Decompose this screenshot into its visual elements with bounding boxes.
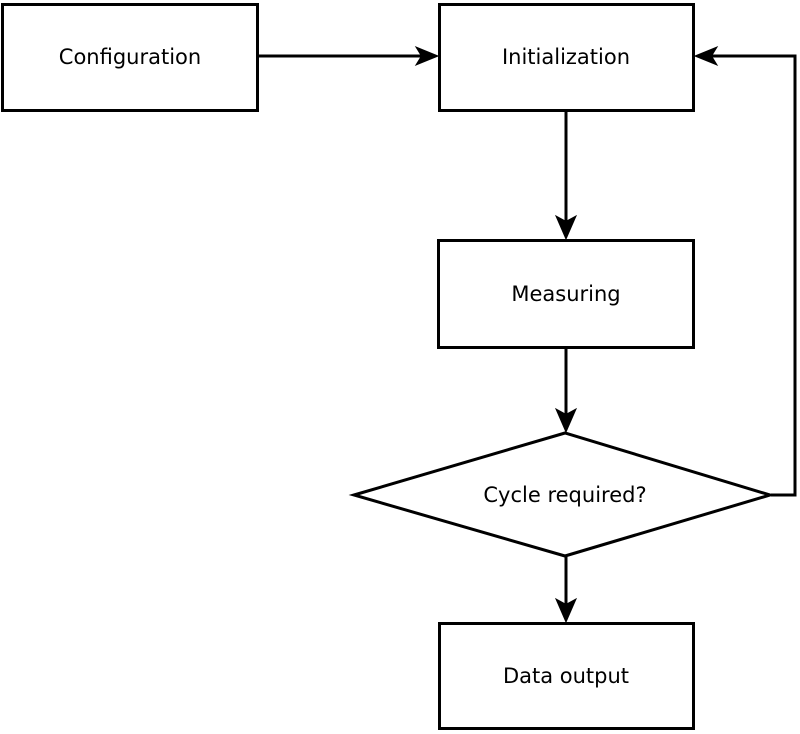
arrow-head-down-icon xyxy=(554,214,578,241)
node-configuration-label: Configuration xyxy=(59,45,201,69)
arrow-head-left-icon xyxy=(693,45,719,67)
node-data-output[interactable]: Data output xyxy=(438,622,695,730)
edge-configuration-to-initialization xyxy=(259,45,440,67)
edge-measuring-to-cycle-required xyxy=(554,349,578,434)
arrow-head-down-icon xyxy=(554,407,578,434)
node-measuring[interactable]: Measuring xyxy=(437,239,695,349)
arrow-head-right-icon xyxy=(414,45,440,67)
node-measuring-label: Measuring xyxy=(511,282,620,306)
arrow-head-down-icon xyxy=(554,597,578,624)
node-data-output-label: Data output xyxy=(503,664,629,688)
node-cycle-required[interactable]: Cycle required? xyxy=(348,431,776,558)
node-cycle-required-label: Cycle required? xyxy=(483,483,646,507)
node-cycle-required-shape[interactable] xyxy=(348,431,776,558)
node-initialization[interactable]: Initialization xyxy=(438,3,695,112)
edge-cycle-required-to-data-output xyxy=(554,557,578,624)
edge-line xyxy=(705,54,797,497)
node-data-output-shape[interactable] xyxy=(438,622,695,730)
node-initialization-shape[interactable] xyxy=(438,3,695,112)
node-initialization-label: Initialization xyxy=(502,45,630,69)
node-configuration-shape[interactable] xyxy=(1,3,259,112)
node-configuration[interactable]: Configuration xyxy=(1,3,259,112)
edge-initialization-to-measuring xyxy=(554,112,578,241)
node-measuring-shape[interactable] xyxy=(437,239,695,349)
edge-cycle-required-to-initialization xyxy=(693,45,797,497)
